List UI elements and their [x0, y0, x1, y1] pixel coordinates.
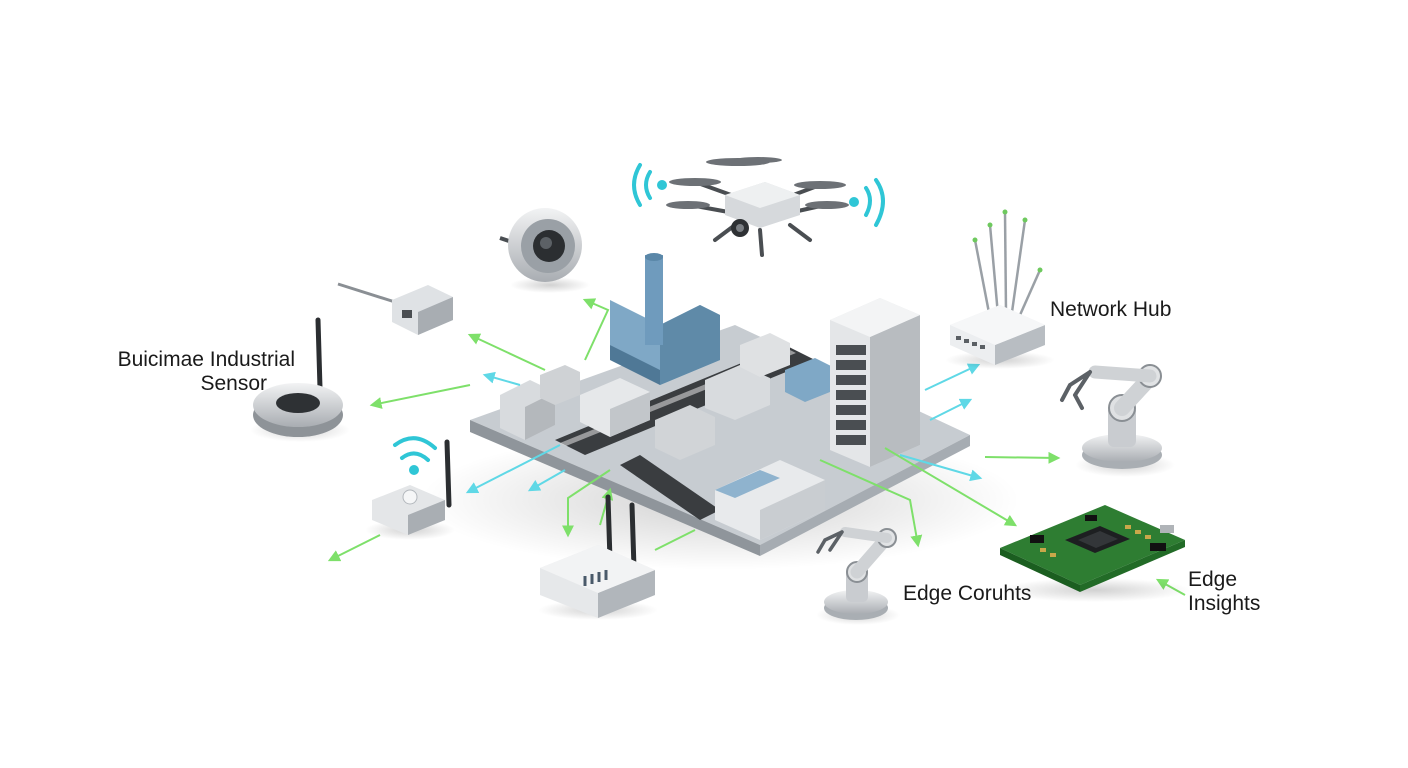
- factory-platform: [420, 325, 1020, 570]
- edge-insights-label: Edge Insights: [1188, 568, 1260, 616]
- industrial-sensor-label: Buicimae Industrial Sensor: [110, 348, 295, 396]
- robotic-arm-icon: [816, 527, 900, 625]
- probe-sensor-icon: [337, 282, 453, 335]
- gateway-icon: [538, 494, 658, 620]
- data-flow-arrows: [327, 298, 1186, 596]
- industrial-sensor-label-line1: Buicimae Industrial: [117, 348, 295, 371]
- industrial-sensor-icon: [250, 317, 350, 442]
- edge-insights-label-line2: Insights: [1188, 592, 1261, 615]
- wifi-router-icon: [365, 436, 455, 540]
- edge-computes-label: Edge Coruhts: [903, 582, 1032, 605]
- circuit-board-icon: [1000, 505, 1190, 602]
- network-hub-label: Network Hub: [1050, 298, 1172, 321]
- network-hub-icon: [945, 209, 1055, 369]
- wifi-signal-left-icon: [632, 163, 667, 207]
- industrial-sensor-label-line2: Sensor: [200, 372, 267, 395]
- drone-icon: [632, 157, 885, 257]
- edge-insights-label-line1: Edge: [1188, 568, 1238, 591]
- security-camera-icon: [499, 208, 590, 293]
- wifi-signal-right-icon: [849, 178, 885, 227]
- wifi-signal-icon: [393, 436, 437, 475]
- server-rack-icon: [830, 298, 920, 467]
- robotic-arm-icon: [1060, 364, 1175, 477]
- factory-icon: [610, 253, 720, 385]
- platform-buildings: [500, 333, 835, 540]
